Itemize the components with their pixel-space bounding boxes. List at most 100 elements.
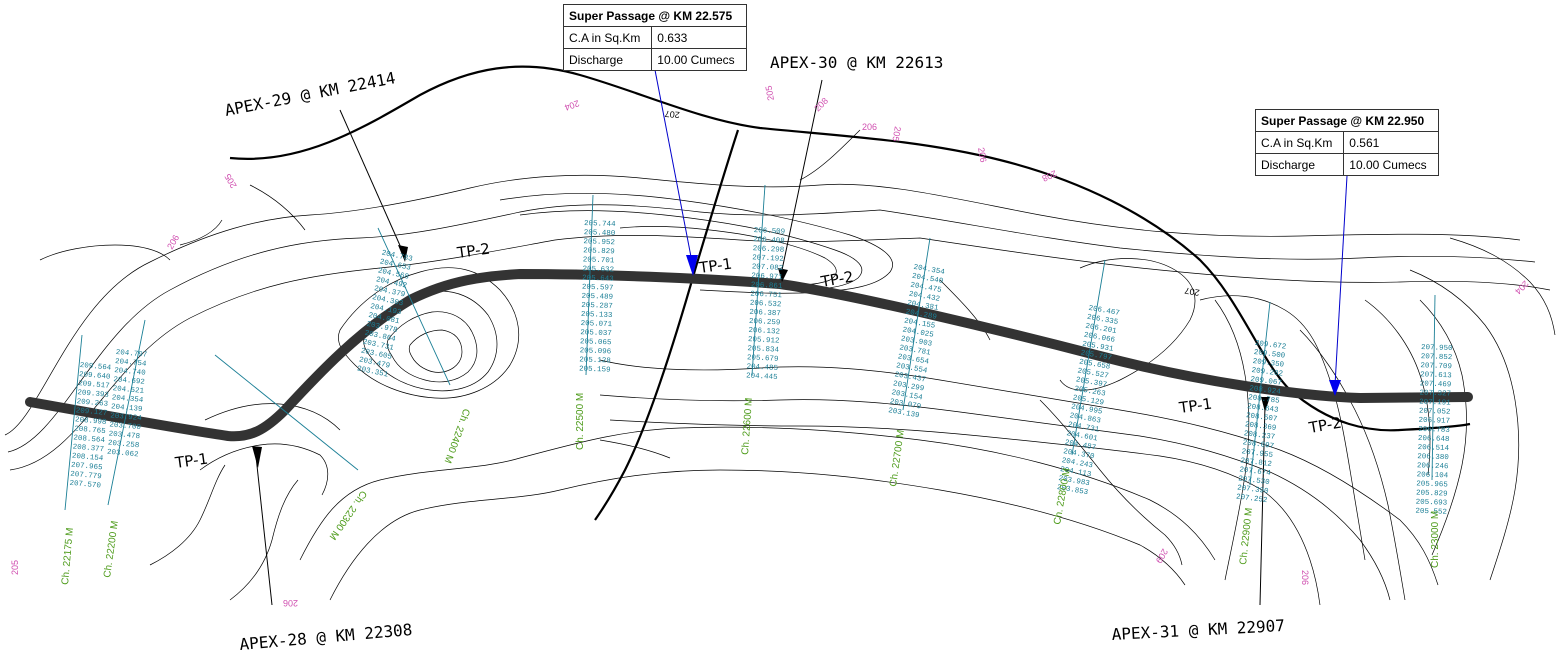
contour-label: 206	[862, 122, 877, 132]
tp-label-3: TP-1	[697, 255, 733, 278]
contour-label: 204	[563, 98, 581, 113]
level-value: 203.924	[110, 412, 143, 423]
discharge-value: 10.00 Cumecs	[651, 48, 747, 71]
contour-label: 205	[764, 85, 776, 102]
level-value: 207.779	[70, 471, 102, 482]
level-value: 206.246	[1417, 462, 1449, 471]
contour-elevation-labels: 205 206 204 207 205 208 206 205 206 208 …	[10, 85, 1531, 608]
level-column-23000: 207.950207.852207.709207.613207.469207.3…	[1415, 344, 1453, 517]
level-value: 207.390	[1237, 484, 1270, 496]
level-value: 205.489	[581, 293, 613, 302]
level-value: 209.127	[75, 407, 107, 418]
ca-value: 0.561	[1343, 131, 1439, 154]
level-value: 203.478	[108, 431, 140, 442]
level-value: 204.445	[746, 372, 778, 382]
level-value: 208.507	[1245, 412, 1277, 424]
level-value: 206.298	[752, 245, 784, 255]
level-column-22600: 206.509206.408206.298207.192207.082206.9…	[746, 227, 786, 382]
level-column-22175: 209.564209.640209.517209.393209.263209.1…	[69, 362, 112, 491]
level-value: 205.480	[584, 229, 616, 238]
level-value: 207.950	[1421, 344, 1453, 353]
level-value: 206.408	[753, 236, 785, 246]
level-value: 209.202	[1251, 367, 1283, 379]
level-value: 204.354	[111, 394, 144, 405]
level-value: 207.709	[1420, 362, 1452, 371]
tp-label-4: TP-2	[819, 268, 855, 292]
chainage-label: Ch. 22200 M	[102, 520, 121, 578]
level-value: 206.259	[749, 318, 781, 328]
level-value: 207.852	[1421, 353, 1453, 362]
level-value: 208.237	[1243, 430, 1275, 442]
level-value: 208.564	[73, 434, 106, 445]
discharge-value: 10.00 Cumecs	[1343, 153, 1439, 176]
apex-31-label: APEX-31 @ KM 22907	[1111, 616, 1285, 644]
level-value: 205.829	[583, 247, 615, 256]
level-value: 207.613	[1420, 371, 1452, 380]
contour-lines	[4, 129, 1556, 606]
level-value: 206.514	[1417, 444, 1449, 453]
ca-value: 0.633	[651, 26, 747, 49]
level-value: 209.067	[1250, 376, 1282, 388]
level-value: 207.052	[1419, 408, 1451, 417]
level-value: 207.955	[1241, 448, 1274, 460]
level-value: 205.552	[1415, 508, 1447, 517]
tp-label-6: TP-2	[1307, 414, 1343, 438]
tp-label-1: TP-1	[173, 450, 209, 473]
level-value: 205.744	[584, 220, 616, 229]
level-value: 204.521	[112, 385, 145, 396]
level-value: 206.783	[1418, 426, 1450, 435]
level-value: 209.350	[1252, 358, 1285, 370]
level-value: 204.740	[114, 367, 147, 378]
contour-label: 206	[283, 598, 298, 608]
level-value: 204.139	[111, 403, 143, 414]
level-value: 209.564	[79, 362, 112, 373]
apex-29-label: APEX-29 @ KM 22414	[223, 68, 397, 120]
level-value: 208.998	[75, 416, 107, 427]
level-value: 205.829	[1416, 489, 1448, 498]
level-value: 205.071	[580, 320, 612, 329]
level-value: 207.570	[69, 480, 102, 491]
level-value: 206.971	[751, 272, 783, 282]
contour-label: 208	[1041, 168, 1059, 183]
level-value: 208.765	[74, 425, 107, 436]
chainage-label: Ch. 22175 M	[60, 527, 76, 585]
level-value: 205.693	[1416, 499, 1448, 508]
level-value: 204.797	[115, 349, 147, 360]
level-value: 206.917	[1418, 417, 1450, 426]
ca-label: C.A in Sq.Km	[1254, 131, 1345, 154]
discharge-label: Discharge	[562, 48, 653, 71]
discharge-label: Discharge	[1254, 153, 1345, 176]
passage-pointers	[654, 69, 1348, 386]
level-value: 206.132	[748, 327, 780, 337]
ca-label: C.A in Sq.Km	[562, 26, 653, 49]
contour-label: 206	[976, 147, 988, 164]
passage-arrowheads	[686, 255, 1341, 396]
level-column-22200: 204.797204.754204.740204.692204.521204.3…	[107, 349, 148, 459]
level-value: 205.065	[580, 338, 612, 347]
chainage-label: Ch. 23000 M	[1430, 511, 1441, 568]
contour-label: 207	[664, 109, 680, 120]
apex-arrowheads	[252, 245, 1270, 468]
level-column-22900: 209.672209.500209.350209.202209.067208.9…	[1235, 340, 1286, 505]
contour-label: 204	[1513, 279, 1531, 297]
level-value: 205.701	[583, 256, 615, 265]
level-value: 207.469	[1420, 380, 1452, 389]
level-value: 207.192	[752, 254, 784, 264]
level-value: 205.287	[581, 302, 613, 311]
level-value: 208.154	[71, 453, 104, 464]
main-alignment	[25, 269, 1473, 442]
contour-label: 205	[10, 560, 20, 575]
level-value: 205.912	[748, 336, 780, 346]
level-value: 203.258	[107, 440, 139, 451]
level-value: 207.252	[1235, 493, 1267, 505]
contour-label: 205	[223, 172, 239, 190]
level-value: 206.509	[753, 227, 785, 237]
passage-title: Super Passage @ KM 22.575	[563, 4, 747, 27]
level-value: 204.485	[746, 363, 778, 373]
apex-30-label: APEX-30 @ KM 22613	[770, 53, 943, 72]
level-value: 207.530	[1238, 475, 1271, 487]
level-value: 209.640	[79, 371, 112, 382]
level-value: 205.597	[582, 284, 614, 293]
